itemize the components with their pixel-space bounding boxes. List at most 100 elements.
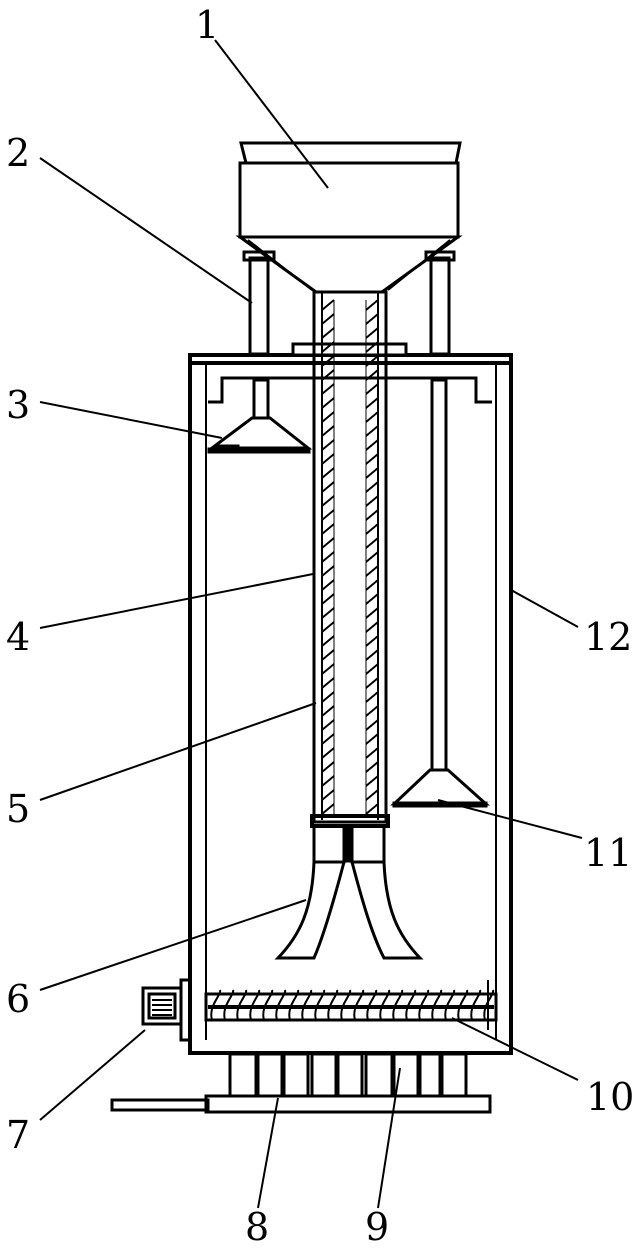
- leader-lines: [39, 39, 583, 1209]
- coil-turn: [431, 989, 443, 1021]
- flight-left: [321, 341, 335, 353]
- flight-right: [365, 313, 379, 325]
- coil-turn: [366, 989, 378, 1021]
- flight-right: [365, 481, 379, 493]
- flight-right: [365, 523, 379, 535]
- base-plate: [110, 1094, 492, 1114]
- flight-left: [321, 747, 335, 759]
- flight-left: [321, 733, 335, 745]
- flight-left: [321, 481, 335, 493]
- coil-turn: [353, 989, 365, 1021]
- flight-left: [321, 663, 335, 675]
- label-11: 11: [584, 831, 632, 875]
- coil-turn: [301, 989, 313, 1021]
- flight-right: [365, 635, 379, 647]
- flight-left: [321, 607, 335, 619]
- coil-turn: [340, 989, 352, 1021]
- coil-turn: [327, 989, 339, 1021]
- roller: [364, 1052, 394, 1098]
- screw-flights: [321, 299, 379, 815]
- roller: [228, 1052, 258, 1098]
- outlet-nozzles: [274, 824, 424, 960]
- flight-left: [321, 705, 335, 717]
- coil-turn: [223, 989, 235, 1021]
- flight-right: [365, 579, 379, 591]
- bottom-conveyor: [204, 980, 498, 1030]
- flight-left: [321, 649, 335, 661]
- flight-left: [321, 579, 335, 591]
- flight-right: [365, 705, 379, 717]
- flight-right: [365, 425, 379, 437]
- roller: [440, 1052, 468, 1098]
- flight-right: [365, 789, 379, 801]
- flight-left: [321, 593, 335, 605]
- flight-right: [365, 397, 379, 409]
- roller: [418, 1052, 442, 1098]
- label-9: 9: [365, 1205, 389, 1247]
- flight-right: [365, 719, 379, 731]
- flight-left: [321, 803, 335, 815]
- flight-left: [321, 327, 335, 339]
- flight-left: [321, 775, 335, 787]
- flight-right: [365, 803, 379, 815]
- coil-turn: [405, 989, 417, 1021]
- flight-right: [365, 775, 379, 787]
- coil-turn: [262, 989, 274, 1021]
- flight-right: [365, 327, 379, 339]
- flight-left: [321, 453, 335, 465]
- flight-right: [365, 593, 379, 605]
- roller: [336, 1052, 364, 1098]
- flight-left: [321, 383, 335, 395]
- roller: [282, 1052, 310, 1098]
- flight-right: [365, 565, 379, 577]
- label-10: 10: [586, 1075, 634, 1119]
- flight-left: [321, 761, 335, 773]
- flight-left: [321, 677, 335, 689]
- flight-left: [321, 355, 335, 367]
- coil-turn: [457, 989, 469, 1021]
- coil-turn: [275, 989, 287, 1021]
- flight-left: [321, 299, 335, 311]
- flight-left: [321, 565, 335, 577]
- flight-left: [321, 397, 335, 409]
- flight-right: [365, 467, 379, 479]
- coil-turn: [314, 989, 326, 1021]
- coil-turn: [210, 989, 222, 1021]
- label-12: 12: [584, 615, 632, 659]
- flight-left: [321, 313, 335, 325]
- flight-left: [321, 621, 335, 633]
- flight-left: [321, 523, 335, 535]
- flight-right: [365, 537, 379, 549]
- label-7: 7: [6, 1113, 30, 1157]
- coil-turn: [236, 989, 248, 1021]
- flight-right: [365, 439, 379, 451]
- conveyor-coil: [210, 989, 495, 1021]
- flight-left: [321, 537, 335, 549]
- roller: [256, 1052, 284, 1098]
- label-3: 3: [6, 383, 30, 427]
- flight-right: [365, 747, 379, 759]
- flight-right: [365, 607, 379, 619]
- label-6: 6: [6, 977, 30, 1021]
- flight-right: [365, 341, 379, 353]
- coil-turn: [392, 989, 404, 1021]
- flight-right: [365, 691, 379, 703]
- flight-right: [365, 733, 379, 745]
- flight-right: [365, 761, 379, 773]
- label-2: 2: [6, 131, 30, 175]
- roller: [310, 1052, 338, 1098]
- flight-left: [321, 411, 335, 423]
- base-rollers: [228, 1052, 468, 1098]
- motor: [141, 978, 192, 1042]
- coil-turn: [483, 989, 495, 1021]
- flight-right: [365, 383, 379, 395]
- flight-right: [365, 299, 379, 311]
- flight-left: [321, 789, 335, 801]
- coil-turn: [418, 989, 430, 1021]
- hopper: [235, 141, 463, 294]
- flight-right: [365, 355, 379, 367]
- flight-left: [321, 551, 335, 563]
- flight-right: [365, 495, 379, 507]
- spray-head-left: [207, 378, 313, 454]
